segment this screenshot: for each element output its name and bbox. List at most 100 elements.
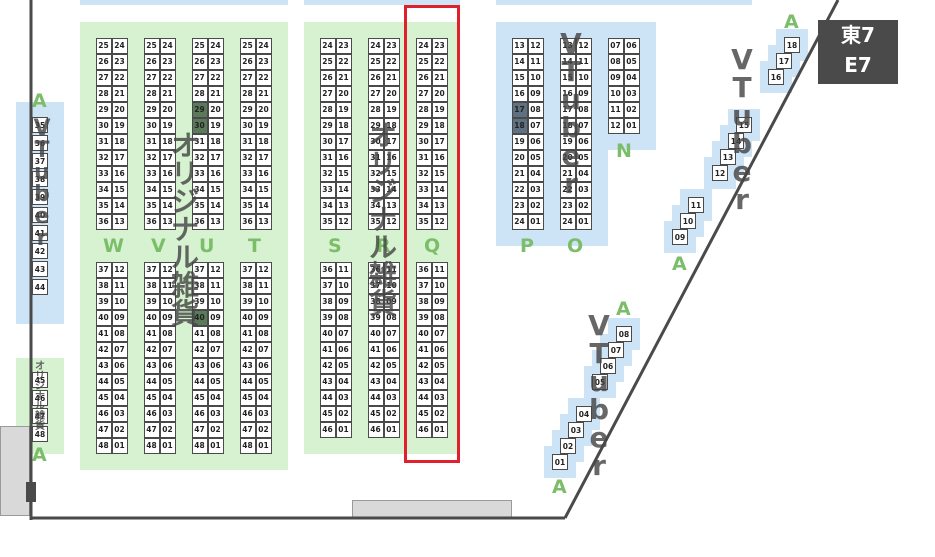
booth-u-34[interactable]: 34 [191, 181, 208, 198]
booth-a-left-40[interactable]: 40 [32, 207, 48, 223]
booth-t-01[interactable]: 01 [255, 437, 272, 454]
booth-o-07[interactable]: 07 [575, 117, 592, 134]
booth-s-31[interactable]: 31 [319, 149, 336, 166]
booth-q-20[interactable]: 20 [431, 85, 448, 102]
booth-w-04[interactable]: 04 [111, 389, 128, 406]
booth-o-24[interactable]: 24 [559, 213, 576, 230]
booth-u-40[interactable]: 40 [191, 309, 208, 326]
booth-a-right-14[interactable]: 14 [728, 133, 744, 149]
booth-v-42[interactable]: 42 [143, 341, 160, 358]
booth-n-12[interactable]: 12 [607, 117, 624, 134]
booth-n-01[interactable]: 01 [623, 117, 640, 134]
booth-v-29[interactable]: 29 [143, 101, 160, 118]
booth-q-01[interactable]: 01 [431, 421, 448, 438]
booth-u-35[interactable]: 35 [191, 197, 208, 214]
booth-o-23[interactable]: 23 [559, 197, 576, 214]
booth-s-42[interactable]: 42 [319, 357, 336, 374]
booth-p-19[interactable]: 19 [511, 133, 528, 150]
booth-w-16[interactable]: 16 [111, 165, 128, 182]
booth-w-10[interactable]: 10 [111, 293, 128, 310]
booth-v-41[interactable]: 41 [143, 325, 160, 342]
booth-r-29[interactable]: 29 [367, 117, 384, 134]
booth-t-44[interactable]: 44 [239, 373, 256, 390]
booth-a-left-43[interactable]: 43 [32, 261, 48, 277]
booth-u-01[interactable]: 01 [207, 437, 224, 454]
booth-w-05[interactable]: 05 [111, 373, 128, 390]
booth-t-11[interactable]: 11 [255, 277, 272, 294]
booth-u-11[interactable]: 11 [207, 277, 224, 294]
booth-w-17[interactable]: 17 [111, 149, 128, 166]
booth-u-47[interactable]: 47 [191, 421, 208, 438]
booth-r-06[interactable]: 06 [383, 341, 400, 358]
booth-w-40[interactable]: 40 [95, 309, 112, 326]
booth-s-15[interactable]: 15 [335, 165, 352, 182]
booth-u-14[interactable]: 14 [207, 197, 224, 214]
booth-w-03[interactable]: 03 [111, 405, 128, 422]
booth-v-11[interactable]: 11 [159, 277, 176, 294]
booth-p-21[interactable]: 21 [511, 165, 528, 182]
booth-u-26[interactable]: 26 [191, 53, 208, 70]
booth-q-09[interactable]: 09 [431, 293, 448, 310]
booth-r-39[interactable]: 39 [367, 309, 384, 326]
booth-t-37[interactable]: 37 [239, 261, 256, 278]
booth-t-41[interactable]: 41 [239, 325, 256, 342]
booth-a-right-04[interactable]: 04 [576, 406, 592, 422]
booth-s-10[interactable]: 10 [335, 277, 352, 294]
booth-w-46[interactable]: 46 [95, 405, 112, 422]
booth-u-15[interactable]: 15 [207, 181, 224, 198]
booth-a-left-48[interactable]: 48 [32, 426, 48, 442]
booth-p-10[interactable]: 10 [527, 69, 544, 86]
booth-s-46[interactable]: 46 [319, 421, 336, 438]
booth-q-22[interactable]: 22 [431, 53, 448, 70]
booth-w-26[interactable]: 26 [95, 53, 112, 70]
booth-r-45[interactable]: 45 [367, 405, 384, 422]
booth-t-02[interactable]: 02 [255, 421, 272, 438]
booth-a-right-10[interactable]: 10 [680, 213, 696, 229]
booth-a-left-35[interactable]: 35 [32, 117, 48, 133]
booth-u-05[interactable]: 05 [207, 373, 224, 390]
booth-p-13[interactable]: 13 [511, 37, 528, 54]
booth-s-01[interactable]: 01 [335, 421, 352, 438]
booth-u-44[interactable]: 44 [191, 373, 208, 390]
booth-t-30[interactable]: 30 [239, 117, 256, 134]
booth-q-38[interactable]: 38 [415, 293, 432, 310]
booth-o-03[interactable]: 03 [575, 181, 592, 198]
booth-a-left-47[interactable]: 47 [32, 408, 48, 424]
booth-p-04[interactable]: 04 [527, 165, 544, 182]
booth-p-05[interactable]: 05 [527, 149, 544, 166]
booth-t-31[interactable]: 31 [239, 133, 256, 150]
booth-w-22[interactable]: 22 [111, 69, 128, 86]
booth-s-04[interactable]: 04 [335, 373, 352, 390]
booth-p-01[interactable]: 01 [527, 213, 544, 230]
booth-s-26[interactable]: 26 [319, 69, 336, 86]
booth-p-03[interactable]: 03 [527, 181, 544, 198]
booth-s-21[interactable]: 21 [335, 69, 352, 86]
booth-s-05[interactable]: 05 [335, 357, 352, 374]
booth-r-21[interactable]: 21 [383, 69, 400, 86]
booth-r-12[interactable]: 12 [383, 213, 400, 230]
booth-o-13[interactable]: 13 [559, 37, 576, 54]
booth-q-32[interactable]: 32 [415, 165, 432, 182]
booth-s-08[interactable]: 08 [335, 309, 352, 326]
booth-t-17[interactable]: 17 [255, 149, 272, 166]
booth-n-04[interactable]: 04 [623, 69, 640, 86]
booth-u-48[interactable]: 48 [191, 437, 208, 454]
booth-p-24[interactable]: 24 [511, 213, 528, 230]
booth-v-02[interactable]: 02 [159, 421, 176, 438]
booth-o-01[interactable]: 01 [575, 213, 592, 230]
booth-v-03[interactable]: 03 [159, 405, 176, 422]
booth-q-16[interactable]: 16 [431, 149, 448, 166]
booth-o-15[interactable]: 15 [559, 69, 576, 86]
booth-q-33[interactable]: 33 [415, 181, 432, 198]
booth-v-15[interactable]: 15 [159, 181, 176, 198]
booth-s-33[interactable]: 33 [319, 181, 336, 198]
booth-a-left-39[interactable]: 39 [32, 189, 48, 205]
booth-s-22[interactable]: 22 [335, 53, 352, 70]
booth-u-08[interactable]: 08 [207, 325, 224, 342]
booth-t-26[interactable]: 26 [239, 53, 256, 70]
booth-w-13[interactable]: 13 [111, 213, 128, 230]
booth-o-17[interactable]: 17 [559, 101, 576, 118]
booth-a-left-38[interactable]: 38 [32, 171, 48, 187]
booth-s-20[interactable]: 20 [335, 85, 352, 102]
booth-p-02[interactable]: 02 [527, 197, 544, 214]
